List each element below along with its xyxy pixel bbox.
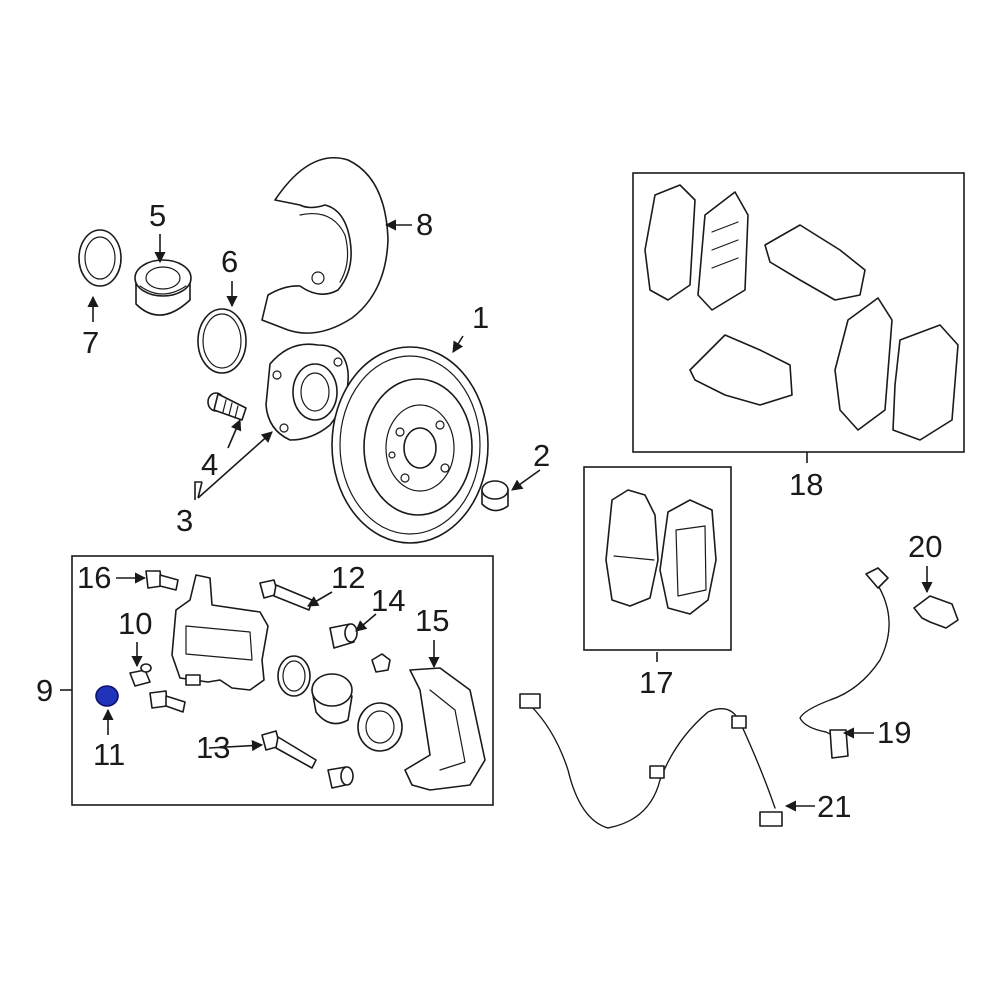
callout-4: 4 [201, 447, 218, 482]
piston-part[interactable] [311, 673, 353, 725]
pad-set-box [583, 466, 732, 651]
seal-ring-part[interactable] [78, 229, 122, 287]
pin-boot-part[interactable] [329, 623, 358, 649]
callout-19: 19 [877, 715, 911, 750]
callout-2: 2 [533, 438, 550, 473]
callout-10: 10 [118, 606, 152, 641]
caliper-group-box [71, 555, 494, 806]
caliper-bolt-part[interactable] [149, 690, 186, 713]
guide-pin-lower-part[interactable] [261, 730, 317, 769]
callout-8: 8 [416, 207, 433, 242]
callout-9: 9 [36, 673, 53, 708]
brake-hose-part[interactable] [799, 567, 890, 759]
nut-part[interactable] [371, 653, 391, 673]
callout-12: 12 [331, 560, 365, 595]
dust-shield-part[interactable] [261, 156, 389, 334]
callout-15: 15 [415, 603, 449, 638]
wheel-stud-part[interactable] [207, 392, 247, 421]
caliper-bracket-part[interactable] [404, 667, 486, 791]
bleeder-cap-part-highlighted[interactable] [95, 685, 119, 707]
callout-3: 3 [176, 503, 193, 538]
brake-pad-inner-part[interactable] [605, 489, 659, 607]
callout-labels: 1 2 3 4 5 6 7 8 9 10 11 12 13 14 15 16 1… [36, 198, 942, 824]
callout-14: 14 [371, 583, 405, 618]
wheel-bearing-part[interactable] [134, 259, 192, 316]
callout-16: 16 [77, 560, 111, 595]
leader-lines [60, 219, 933, 812]
snap-ring-part[interactable] [197, 308, 247, 374]
pad-shim-right-part[interactable] [834, 297, 893, 431]
pad-shim-far-right-part[interactable] [892, 324, 959, 441]
abs-sensor-part[interactable] [519, 693, 783, 829]
guide-pin-upper-part[interactable] [259, 579, 313, 611]
piston-seal-part[interactable] [277, 655, 311, 697]
pad-shim-left-part[interactable] [644, 184, 696, 301]
abutment-clip-upper-part[interactable] [764, 224, 866, 301]
hub-cap-part[interactable] [481, 480, 509, 512]
callout-5: 5 [149, 198, 166, 233]
callout-6: 6 [221, 244, 238, 279]
callout-11: 11 [93, 737, 125, 772]
callout-18: 18 [789, 467, 823, 502]
brake-pad-outer-part[interactable] [659, 499, 717, 615]
abutment-clip-lower-part[interactable] [689, 334, 793, 406]
bleeder-screw-part[interactable] [129, 663, 152, 687]
mounting-bolt-part[interactable] [145, 570, 179, 591]
callout-20: 20 [908, 529, 942, 564]
callout-21: 21 [817, 789, 851, 824]
callout-7: 7 [82, 325, 99, 360]
pin-boot-lower-part[interactable] [327, 766, 354, 789]
callout-13: 13 [196, 730, 230, 765]
callout-17: 17 [639, 665, 673, 700]
callout-1: 1 [472, 300, 489, 335]
pad-shim-part[interactable] [697, 191, 749, 311]
brake-rotor-part[interactable] [331, 346, 489, 544]
caliper-body-part[interactable] [171, 574, 269, 691]
hardware-kit-box [632, 172, 965, 453]
piston-boot-part[interactable] [357, 702, 403, 752]
hose-clip-part[interactable] [913, 595, 959, 629]
